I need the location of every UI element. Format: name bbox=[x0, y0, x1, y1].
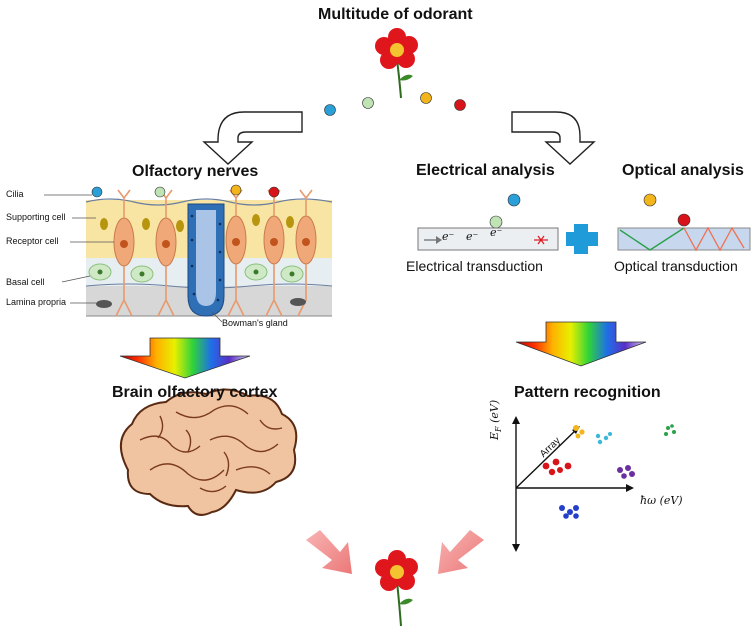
label-lamina-propria: Lamina propria bbox=[6, 297, 67, 307]
plus-icon bbox=[566, 224, 598, 254]
plot-x-symbol: ħω bbox=[640, 494, 657, 507]
electrical-sensor-diagram bbox=[417, 193, 559, 251]
olfactory-epithelium-illustration bbox=[44, 184, 333, 323]
cluster-blue bbox=[559, 505, 579, 519]
cluster-purple bbox=[617, 465, 635, 479]
plot-y-axis-label: EF (eV) bbox=[488, 400, 503, 440]
plot-x-axis-label: ħω (eV) bbox=[640, 494, 683, 507]
main-title: Multitude of odorant bbox=[318, 6, 473, 23]
right-curved-arrow bbox=[511, 111, 596, 165]
optical-transduction-caption: Optical transduction bbox=[614, 258, 738, 274]
bottom-flower-icon bbox=[375, 550, 418, 627]
plot-y-unit: (eV) bbox=[488, 399, 501, 423]
left-curved-arrow bbox=[202, 111, 303, 165]
electrical-transduction-caption: Electrical transduction bbox=[406, 258, 543, 274]
electron-label-2: e⁻ bbox=[466, 230, 479, 243]
top-flower-icon bbox=[375, 28, 418, 99]
odorant-yellow bbox=[420, 92, 432, 104]
brain-icon bbox=[120, 388, 298, 516]
left-pink-arrow bbox=[306, 530, 352, 574]
cluster-green bbox=[664, 424, 676, 436]
odorant-red bbox=[454, 99, 466, 111]
electron-label-3: e⁻ bbox=[490, 226, 503, 239]
optical-sensor-diagram bbox=[617, 193, 751, 252]
pattern-plot bbox=[512, 416, 676, 552]
olfactory-nerves-heading: Olfactory nerves bbox=[132, 163, 259, 180]
pattern-recognition-heading: Pattern recognition bbox=[514, 384, 661, 401]
odorant-green bbox=[362, 97, 374, 109]
odorant-blue bbox=[324, 104, 336, 116]
brain-olfactory-cortex-heading: Brain olfactory cortex bbox=[112, 384, 278, 401]
plot-y-symbol: E bbox=[488, 431, 501, 440]
label-basal-cell: Basal cell bbox=[6, 277, 45, 287]
cluster-red bbox=[542, 458, 572, 476]
electrical-analysis-heading: Electrical analysis bbox=[416, 162, 555, 179]
label-supporting-cell: Supporting cell bbox=[6, 212, 66, 222]
plot-x-unit: (eV) bbox=[659, 494, 683, 507]
optical-analysis-heading: Optical analysis bbox=[622, 162, 744, 179]
cluster-yellow bbox=[573, 425, 585, 439]
plot-y-subscript: F bbox=[494, 426, 504, 432]
label-receptor-cell: Receptor cell bbox=[6, 236, 59, 246]
electron-label-1: e⁻ bbox=[442, 230, 455, 243]
label-bowmans-gland: Bowman's gland bbox=[222, 318, 288, 328]
cluster-cyan bbox=[595, 432, 612, 445]
right-pink-arrow bbox=[438, 530, 484, 574]
label-cilia: Cilia bbox=[6, 189, 24, 199]
left-rainbow-arrow bbox=[119, 337, 251, 379]
right-rainbow-arrow bbox=[515, 321, 647, 367]
